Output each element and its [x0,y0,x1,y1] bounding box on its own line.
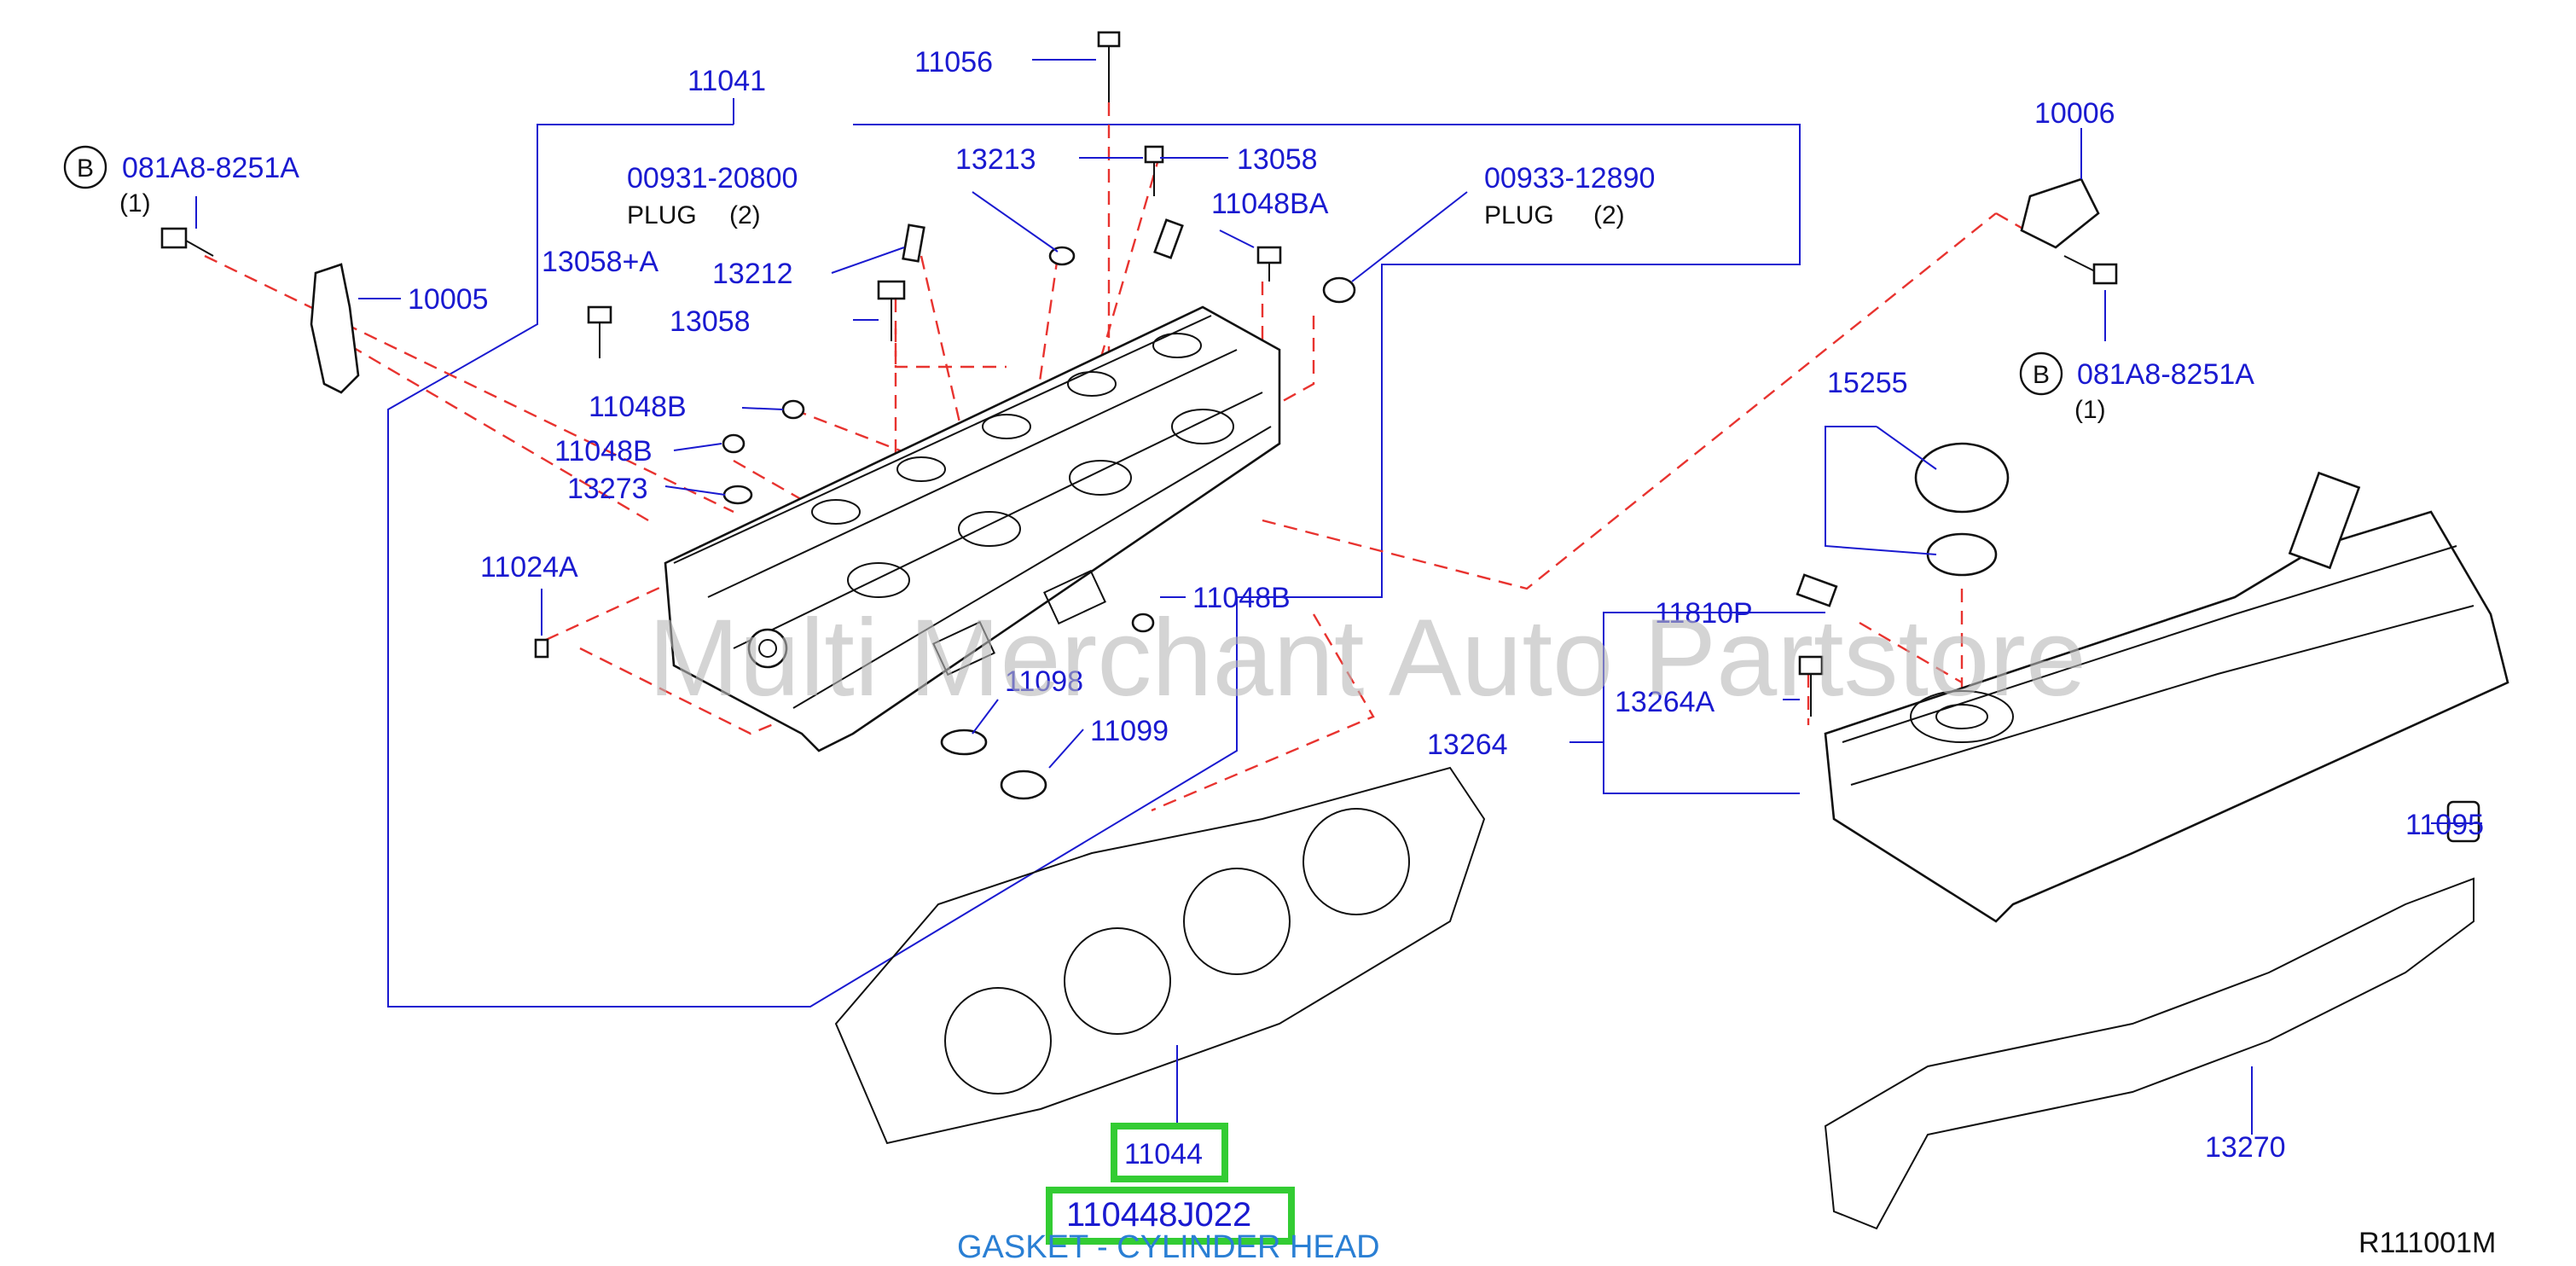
highlight-box-11044 [1111,1123,1228,1182]
badge-b-right-text: B [2033,361,2050,389]
hardware [160,31,2480,843]
label-13212[interactable]: 13212 [712,258,793,290]
label-11048b-1[interactable]: 11048B [589,391,687,423]
badge-b-right [2019,351,2063,396]
plug-left-text: PLUG [627,201,697,229]
label-11041[interactable]: 11041 [688,65,766,97]
label-11024a[interactable]: 11024A [480,551,578,584]
label-11044[interactable]: 11044 [1124,1138,1203,1170]
label-11056[interactable]: 11056 [914,46,993,78]
part-labels: 11041 11056 13213 13058 11048BA 00931-20… [63,46,2496,1265]
label-11048ba[interactable]: 11048BA [1211,188,1329,220]
qty-081a8-left: (1) [119,189,151,218]
highlight-box-part-number [1046,1187,1295,1245]
label-10005[interactable]: 10005 [408,283,489,316]
label-13058-mid[interactable]: 13058 [670,305,751,338]
rocker-gasket-illustration [1824,877,2474,1230]
label-11810p[interactable]: 11810P [1655,597,1753,630]
head-gasket-illustration [834,766,1486,1145]
label-11099[interactable]: 11099 [1090,715,1169,747]
rocker-cover-illustration [1824,471,2509,923]
qty-left-text: (2) [729,201,761,229]
cylinder-head-illustration [664,305,1281,752]
label-13058-top[interactable]: 13058 [1237,143,1318,176]
leader-lines [195,59,2482,1135]
label-081a8-right[interactable]: 081A8-8251A [2077,358,2254,391]
badge-b-left [63,145,107,189]
part-description: GASKET - CYLINDER HEAD [957,1229,1380,1265]
label-13058-plus-a[interactable]: 13058+A [542,246,659,278]
label-11095[interactable]: 11095 [2405,809,2484,841]
label-081a8-left[interactable]: 081A8-8251A [122,152,299,184]
label-13213[interactable]: 13213 [955,143,1036,176]
label-11098[interactable]: 11098 [1005,665,1083,698]
label-00933-12890[interactable]: 00933-12890 [1484,162,1655,195]
label-11048b-2[interactable]: 11048B [554,435,653,467]
part-number-label[interactable]: 110448J022 [1066,1196,1251,1234]
label-13264[interactable]: 13264 [1427,729,1508,761]
qty-right-text: (2) [1593,201,1625,229]
label-13264a[interactable]: 13264A [1615,686,1715,718]
label-00931-20800[interactable]: 00931-20800 [627,162,798,195]
label-13270[interactable]: 13270 [2205,1131,2286,1164]
badge-b-left-text: B [77,154,94,183]
diagram-reference-code: R111001M [2358,1227,2496,1259]
label-11048b-3[interactable]: 11048B [1192,582,1291,614]
label-15255[interactable]: 15255 [1827,367,1908,399]
plug-right-text: PLUG [1484,201,1554,229]
frame-11041 [387,124,1801,1008]
label-10006[interactable]: 10006 [2034,97,2115,130]
watermark-text: Multi Merchant Auto Partstore [648,597,2086,719]
qty-081a8-right: (1) [2074,396,2106,424]
label-13273[interactable]: 13273 [567,473,648,505]
